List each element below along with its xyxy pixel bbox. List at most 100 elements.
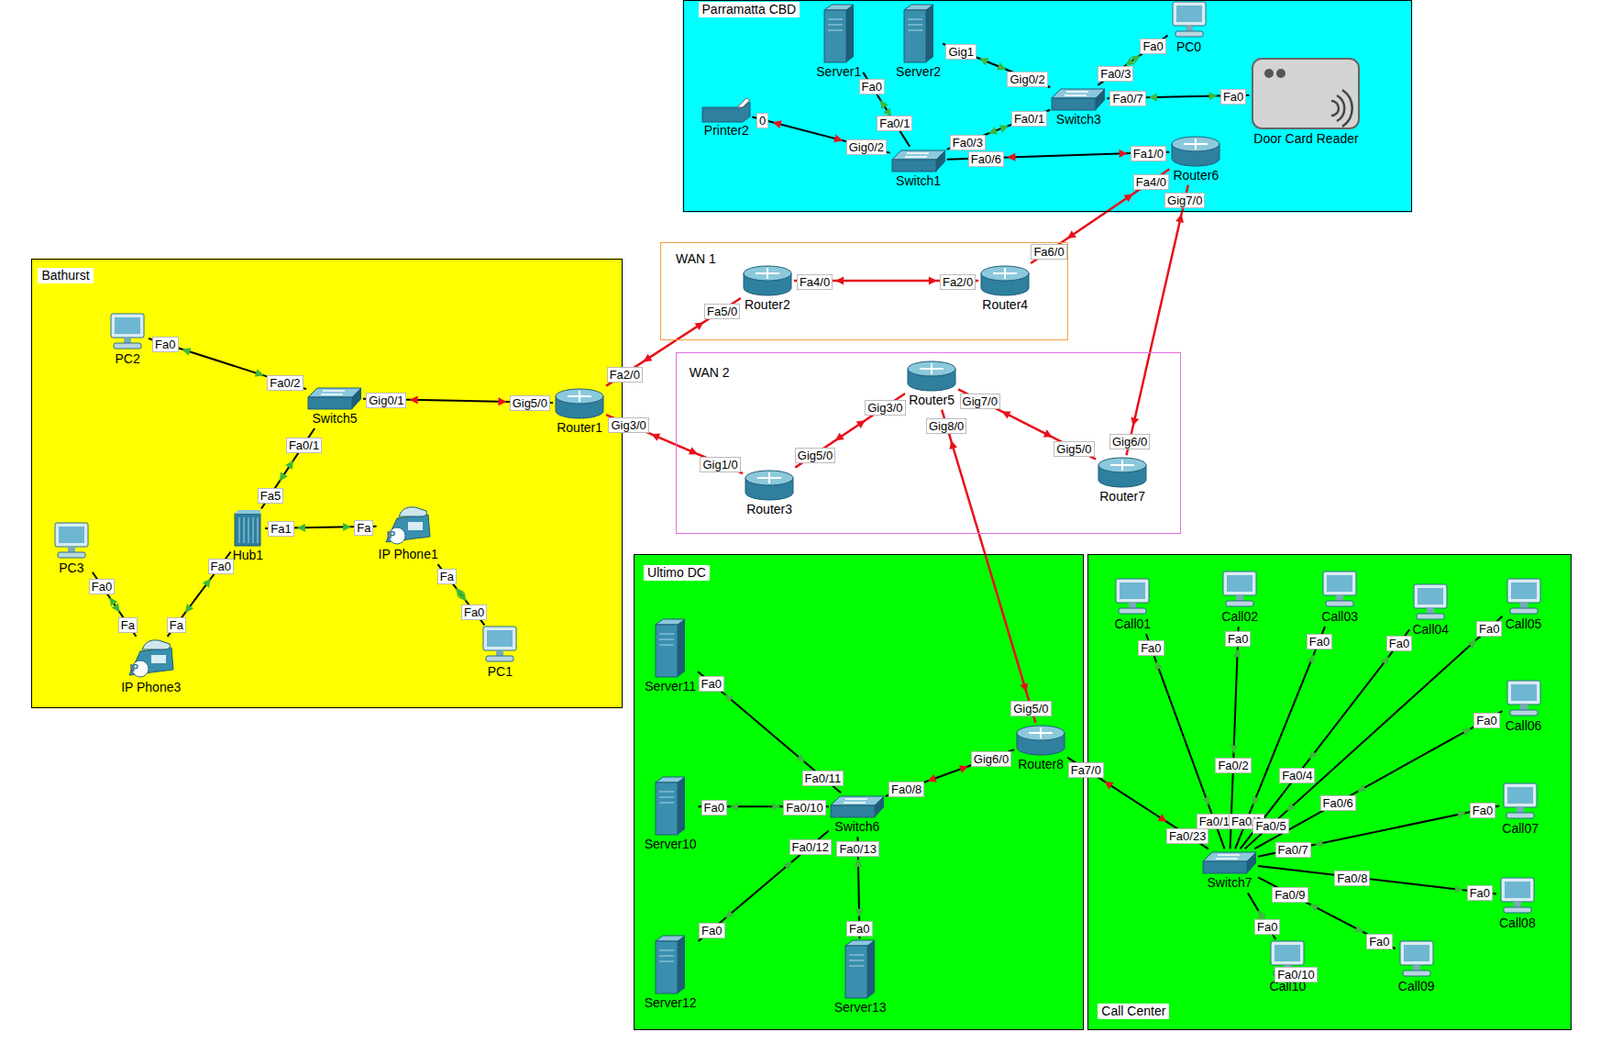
- pc-base: [1510, 709, 1538, 716]
- network-link: [1240, 628, 1411, 849]
- link-status-marker: [1002, 410, 1012, 419]
- pc-stand: [1412, 964, 1421, 971]
- interface-label: Fa0/7: [1109, 90, 1146, 107]
- pc-icon: [1504, 680, 1544, 718]
- link-status-marker: [458, 592, 467, 602]
- link-status-marker: [1209, 91, 1218, 100]
- network-device: Router3: [742, 467, 796, 519]
- interface-label: Fa0: [1467, 884, 1493, 901]
- region-title: WAN 1: [675, 251, 717, 267]
- pc-monitor: [1507, 680, 1541, 705]
- link-status-marker: [1125, 57, 1136, 67]
- router-arrows: [567, 390, 592, 402]
- router-top: [555, 388, 604, 404]
- pc-stand: [1335, 595, 1344, 601]
- device-name: Hub1: [232, 547, 264, 563]
- pc-stand: [1520, 704, 1528, 710]
- reader-waves: [1331, 89, 1353, 127]
- pc-screen: [1274, 944, 1301, 961]
- device-name: Router3: [746, 501, 793, 518]
- network-link: [942, 44, 1050, 89]
- device-name: Server13: [834, 999, 887, 1016]
- pc-screen: [1226, 574, 1253, 592]
- network-device: Server10: [642, 774, 699, 854]
- device-name: Server12: [644, 994, 697, 1011]
- device-name: PC2: [114, 351, 140, 367]
- network-device: Router6: [1169, 133, 1223, 186]
- server-front: [824, 10, 847, 63]
- pc-screen: [1504, 881, 1531, 898]
- hub-ribs: [239, 517, 258, 543]
- pc-icon: [52, 522, 91, 560]
- link-status-marker: [1257, 909, 1267, 919]
- device-name: IP Phone3: [121, 679, 181, 696]
- network-link: [606, 297, 741, 387]
- device-name: Router8: [1017, 756, 1064, 773]
- link-status-marker: [1229, 744, 1238, 753]
- link-status-marker: [927, 773, 938, 783]
- router-icon: [1170, 135, 1221, 167]
- network-link: [1030, 168, 1170, 264]
- reader-led: [1276, 68, 1286, 78]
- pc-icon: [1113, 578, 1152, 616]
- icon-badge-text: IP: [383, 527, 400, 544]
- interface-label: Fa0/11: [802, 770, 845, 786]
- link-status-marker: [1306, 653, 1314, 663]
- link-status-marker: [1175, 213, 1184, 223]
- device-name: Server2: [895, 64, 941, 80]
- interface-label: Fa0: [88, 578, 115, 595]
- network-link: [958, 388, 1096, 459]
- network-device: Call04: [1409, 582, 1452, 640]
- pc-monitor: [1270, 940, 1304, 965]
- link-status-marker: [688, 446, 698, 454]
- server-icon: [655, 935, 685, 994]
- hub-top: [234, 509, 261, 514]
- link-status-marker: [1118, 149, 1127, 158]
- interface-label: Fa4/0: [1133, 174, 1170, 190]
- switch-icon: [308, 386, 362, 410]
- interface-label: Fa0/10: [783, 799, 826, 816]
- interface-label: Fa0/1: [1011, 110, 1048, 127]
- link-status-marker: [1314, 838, 1325, 848]
- region-title: WAN 2: [689, 364, 730, 381]
- switch-front: [892, 159, 937, 172]
- link-status-marker: [111, 602, 121, 612]
- switch-side: [874, 795, 884, 817]
- site-region: Router2Router4WAN 1: [660, 242, 1069, 341]
- device-name: Call07: [1501, 820, 1539, 837]
- site-region: Router3Router5Router7WAN 2: [675, 352, 1181, 534]
- device-name: Switch5: [312, 410, 358, 427]
- link-status-marker: [729, 802, 739, 811]
- server-icon: [655, 618, 685, 678]
- link-status-marker: [1130, 417, 1139, 427]
- interface-label: Fa0: [1469, 802, 1496, 818]
- link-status-marker: [1286, 802, 1296, 811]
- interface-label: Fa7/0: [1068, 761, 1104, 778]
- router-arrows: [993, 267, 1017, 279]
- pc-stand: [1128, 602, 1137, 608]
- pc-monitor: [1507, 578, 1541, 603]
- link-status-marker: [1454, 884, 1464, 894]
- link-status-marker: [297, 523, 306, 532]
- device-name: PC3: [58, 560, 84, 576]
- network-device: Server13: [832, 937, 889, 1017]
- router-top: [1098, 457, 1147, 473]
- pc-base: [1503, 906, 1532, 913]
- link-status-marker: [651, 433, 661, 442]
- interface-label: Fa0/13: [836, 840, 879, 857]
- network-device: PC1: [478, 624, 521, 682]
- pc-icon: [1169, 1, 1209, 39]
- switch-icon: [1051, 87, 1105, 111]
- interface-label: Fa0: [698, 922, 725, 938]
- pc-screen: [486, 629, 513, 647]
- link-status-marker: [880, 99, 889, 110]
- link-status-marker: [1006, 153, 1016, 162]
- interface-label: Fa0: [208, 558, 234, 574]
- link-status-marker: [988, 126, 998, 134]
- interface-label: Fa0/6: [968, 151, 1005, 167]
- pc-base: [1402, 970, 1431, 976]
- interface-label: Fa0/1: [286, 437, 322, 453]
- interface-label: Fa0: [698, 675, 725, 692]
- interface-label: Fa0/1: [876, 115, 913, 132]
- pc-icon: [480, 626, 519, 663]
